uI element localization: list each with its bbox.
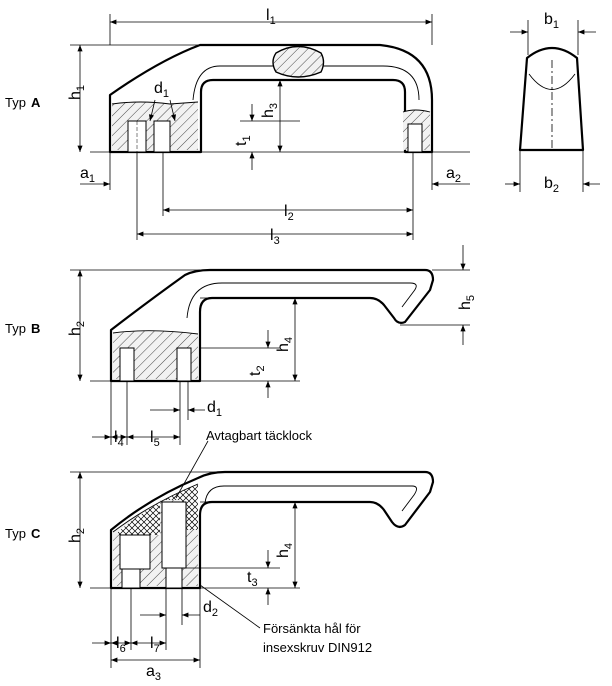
svg-text:a3: a3 xyxy=(146,663,161,683)
dim-l7: l xyxy=(150,635,154,652)
svg-text:l2: l2 xyxy=(284,203,294,223)
dim-h1: h xyxy=(67,91,84,100)
dim-t2: t xyxy=(247,371,264,376)
dim-l6: l xyxy=(116,635,120,652)
type-b-prefix: Typ xyxy=(5,321,26,336)
annotations: Avtagbart täcklock Försänkta hål för ins… xyxy=(206,428,372,655)
type-a-view xyxy=(70,14,470,240)
dimension-labels: l1 b1 h1 d1 h3 t1 a1 a2 l2 l3 b2 h2 h5 h… xyxy=(67,7,559,683)
svg-text:l4: l4 xyxy=(114,429,124,449)
svg-text:d2: d2 xyxy=(203,599,218,619)
type-c-view xyxy=(70,440,435,668)
svg-text:b1: b1 xyxy=(544,11,559,31)
dim-l5: l xyxy=(150,429,154,446)
dim-l1: l xyxy=(266,7,270,24)
svg-text:a1: a1 xyxy=(80,165,95,185)
dim-d1-a: d xyxy=(154,80,163,97)
dim-b2: b xyxy=(544,175,553,192)
type-c-letter: C xyxy=(31,526,41,541)
dim-h4-c: h xyxy=(275,549,292,558)
dim-d1-b: d xyxy=(207,399,216,416)
dim-t3: t xyxy=(247,569,252,586)
dim-a3: a xyxy=(146,663,155,680)
type-c-prefix: Typ xyxy=(5,526,26,541)
dim-a1: a xyxy=(80,165,89,182)
svg-text:h5: h5 xyxy=(457,295,477,310)
svg-text:h4: h4 xyxy=(275,543,295,558)
svg-text:d1: d1 xyxy=(207,399,222,419)
svg-text:h2: h2 xyxy=(67,321,87,336)
svg-text:l7: l7 xyxy=(150,635,160,655)
svg-text:l3: l3 xyxy=(270,227,280,247)
svg-text:l1: l1 xyxy=(266,7,276,27)
type-a-prefix: Typ xyxy=(5,95,26,110)
note-countersunk-line2: insexskruv DIN912 xyxy=(263,640,372,655)
type-b-view xyxy=(70,245,470,445)
svg-text:h2: h2 xyxy=(67,528,87,543)
note-removable-cover: Avtagbart täcklock xyxy=(206,428,312,443)
dim-h4-b: h xyxy=(275,343,292,352)
svg-text:h3: h3 xyxy=(260,103,280,118)
type-b-letter: B xyxy=(31,321,40,336)
dim-t1: t xyxy=(233,141,250,146)
type-a-letter: A xyxy=(31,95,41,110)
svg-text:d1: d1 xyxy=(154,80,169,100)
dim-h5: h xyxy=(457,301,474,310)
dim-l2: l xyxy=(284,203,288,220)
dim-l4: l xyxy=(114,429,118,446)
dim-h2-b: h xyxy=(67,327,84,336)
svg-text:l6: l6 xyxy=(116,635,126,655)
svg-text:b2: b2 xyxy=(544,175,559,195)
dim-d2: d xyxy=(203,599,212,616)
dim-a2: a xyxy=(446,165,455,182)
svg-text:h4: h4 xyxy=(275,337,295,352)
svg-text:h1: h1 xyxy=(67,85,87,100)
svg-text:a2: a2 xyxy=(446,165,461,185)
dim-h3: h xyxy=(260,109,277,118)
dim-l3: l xyxy=(270,227,274,244)
svg-text:t1: t1 xyxy=(233,135,253,146)
note-countersunk-line1: Försänkta hål för xyxy=(263,621,361,636)
svg-text:t3: t3 xyxy=(247,569,258,589)
side-view xyxy=(505,20,600,192)
svg-text:l5: l5 xyxy=(150,429,160,449)
dim-h2-c: h xyxy=(67,534,84,543)
dim-b1: b xyxy=(544,11,553,28)
svg-text:t2: t2 xyxy=(247,365,267,376)
